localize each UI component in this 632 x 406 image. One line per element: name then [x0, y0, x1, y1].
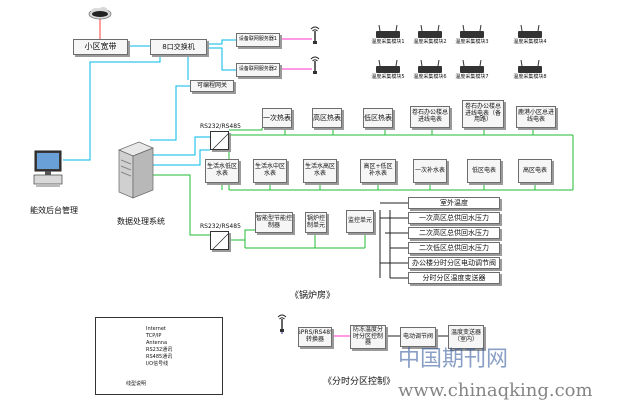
temperature-module: 温度采集模块5	[368, 60, 408, 86]
meter-box: 高区电表	[518, 159, 552, 183]
antenna-icon	[310, 56, 320, 74]
rs-converter-top	[210, 131, 230, 151]
legend-item: TCP/IP	[146, 333, 162, 339]
temperature-module: 温度采集模块2	[410, 25, 450, 51]
legend-title: 线型说明	[126, 381, 147, 387]
boiler-control-box: 锅炉控制单元	[305, 212, 327, 233]
pc-label: 能效后台管理	[30, 206, 78, 215]
module-label: 温度采集模块1	[371, 39, 405, 45]
server-icon	[118, 141, 154, 199]
output-box: 办公楼分时分区电动调节阀	[408, 257, 500, 269]
cloud-icon	[88, 7, 112, 20]
meter-box: 卷石办公楼总进线电表	[410, 106, 450, 128]
server-1-box: 设备联网服务器1	[236, 33, 280, 47]
module-label: 温度采集模块5	[371, 74, 405, 80]
valve-box: 电动调节阀	[400, 327, 436, 347]
router-device-icon	[376, 60, 400, 73]
rs-bottom-label: RS232/RS485	[200, 223, 241, 230]
converter-icon	[211, 232, 230, 251]
server-2-box: 设备联网服务器2	[236, 63, 280, 77]
temperature-module: 温度采集模块6	[410, 60, 450, 86]
meter-box: 高区热表	[312, 108, 342, 128]
switch-box: 8口交换机	[150, 39, 207, 55]
zone-controller-box: 防冻温度分时分区控制器	[350, 325, 386, 349]
module-label: 温度采集模块4	[513, 39, 547, 45]
legend-item: I/O信号线	[146, 361, 169, 367]
meter-box: 一次补水表	[413, 159, 447, 183]
module-label: 温度采集模块6	[413, 74, 447, 80]
router-device-icon	[376, 25, 400, 38]
output-box: 分时分区温度变送器	[408, 272, 500, 284]
boiler-room-label: 《锅炉房》	[290, 291, 336, 301]
zone-control-label: 《分时分区控制》	[323, 377, 396, 387]
output-box: 二次高区总供回水压力	[408, 227, 500, 239]
broadband-box: 小区宽带	[73, 39, 128, 55]
temperature-module: 温度采集模块3	[452, 25, 492, 51]
meter-box: 低区电表	[467, 159, 501, 183]
temperature-module: 温度采集模块8	[510, 60, 550, 86]
meter-box: 生活水低区水表	[205, 159, 239, 183]
rs-converter-bottom	[210, 231, 230, 251]
module-label: 温度采集模块8	[513, 74, 547, 80]
computer-icon	[33, 150, 63, 187]
router-device-icon	[460, 60, 484, 73]
meter-box: 鹿港小区总进线电表	[516, 106, 556, 128]
watermark-text: 中国期刊网	[398, 347, 509, 372]
monitor-unit-box: 监控单元	[346, 210, 374, 233]
meter-box: 一次热表	[262, 108, 292, 128]
converter-icon	[211, 132, 230, 151]
output-box: 室外温度	[408, 197, 500, 209]
module-label: 温度采集模块3	[455, 39, 489, 45]
temperature-module: 温度采集模块7	[452, 60, 492, 86]
watermark-url: www.chinaqking.com	[398, 380, 593, 401]
meter-box: 卷石办公楼总进线电表（备用路）	[462, 100, 504, 128]
router-device-icon	[460, 25, 484, 38]
module-label: 温度采集模块7	[455, 74, 489, 80]
legend-item: RS232通讯	[146, 347, 173, 353]
router-device-icon	[418, 60, 442, 73]
module-label: 温度采集模块2	[413, 39, 447, 45]
antenna-icon	[277, 314, 287, 332]
temperature-sensor-box: 温度变送器（室内）	[448, 325, 484, 349]
legend-item: RS485通讯	[146, 354, 173, 360]
data-system-label: 数据处理系统	[117, 217, 165, 226]
temperature-module: 温度采集模块1	[368, 25, 408, 51]
gprs-converter-box: GPRS/RS485转换器	[298, 327, 332, 347]
smart-controller-box: 智能型节能控制器	[255, 212, 293, 233]
meter-box: 生活水中区水表	[253, 159, 287, 183]
temperature-module: 温度采集模块4	[510, 25, 550, 51]
legend-item: Internet	[146, 326, 166, 332]
meter-box: 生活水高区水表	[303, 159, 337, 183]
legend: Internet TCP/IP Antenna RS232通讯 RS485通讯 …	[95, 317, 223, 395]
meter-box: 低区热表	[363, 108, 393, 128]
output-box: 一次高区总供回水压力	[408, 212, 500, 224]
legend-item: Antenna	[146, 340, 168, 346]
output-box: 二次低区总供回水压力	[408, 242, 500, 254]
router-device-icon	[518, 25, 542, 38]
router-device-icon	[418, 25, 442, 38]
antenna-icon	[310, 26, 320, 44]
meter-box: 高区+低区补水表	[360, 159, 396, 183]
router-box: 可编程网关	[190, 80, 234, 92]
router-device-icon	[518, 60, 542, 73]
rs-top-label: RS232/RS485	[200, 123, 241, 130]
